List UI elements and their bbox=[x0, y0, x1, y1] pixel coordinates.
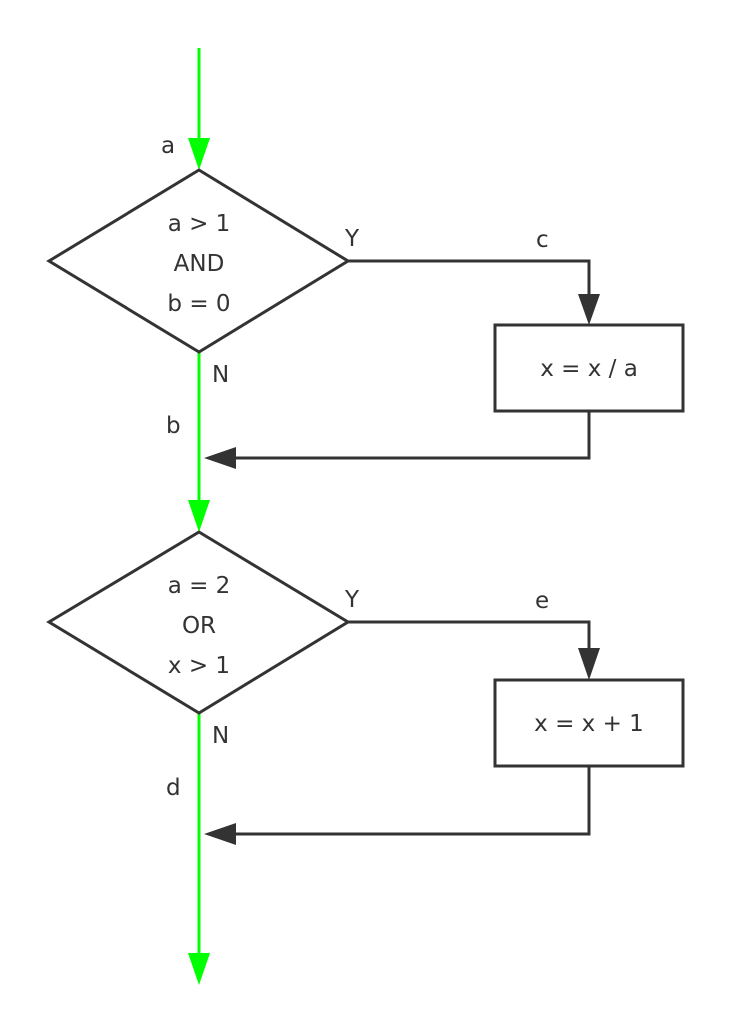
edge-e-arrowhead bbox=[578, 648, 600, 680]
edge-d-arrowhead bbox=[188, 953, 210, 985]
edge-c-line bbox=[348, 259, 591, 300]
process-2-text: x = x + 1 bbox=[534, 711, 644, 737]
edge-c-arrowhead bbox=[578, 294, 600, 325]
decision-1-no-label: N bbox=[212, 362, 229, 388]
decision-1-line-1: a > 1 bbox=[168, 211, 231, 237]
edge-label-c: c bbox=[536, 227, 549, 253]
edge-return-1-line bbox=[228, 411, 591, 460]
decision-1-yes-label: Y bbox=[344, 226, 360, 252]
decision-2-line-2: OR bbox=[182, 613, 216, 639]
edge-label-d: d bbox=[166, 775, 181, 801]
process-1-text: x = x / a bbox=[540, 356, 638, 382]
decision-1 bbox=[46, 168, 351, 354]
decision-2-line-3: x > 1 bbox=[168, 653, 230, 679]
edge-return-2-line bbox=[228, 766, 591, 836]
decision-1-line-3: b = 0 bbox=[167, 291, 230, 317]
decision-2-yes-label: Y bbox=[344, 587, 360, 613]
edge-return-1-arrowhead bbox=[204, 447, 236, 469]
decision-2 bbox=[46, 530, 351, 715]
edge-b-arrowhead bbox=[188, 500, 210, 532]
edge-a-arrowhead bbox=[188, 138, 210, 170]
edge-e-line bbox=[348, 620, 591, 655]
decision-1-line-2: AND bbox=[174, 251, 225, 277]
edge-label-e: e bbox=[535, 588, 549, 614]
process-1 bbox=[493, 323, 685, 413]
decision-2-no-label: N bbox=[212, 723, 229, 749]
process-2 bbox=[493, 678, 685, 768]
decision-2-line-1: a = 2 bbox=[168, 573, 231, 599]
edge-label-a: a bbox=[161, 133, 175, 159]
edge-label-b: b bbox=[166, 413, 181, 439]
edge-return-2-arrowhead bbox=[204, 823, 236, 845]
